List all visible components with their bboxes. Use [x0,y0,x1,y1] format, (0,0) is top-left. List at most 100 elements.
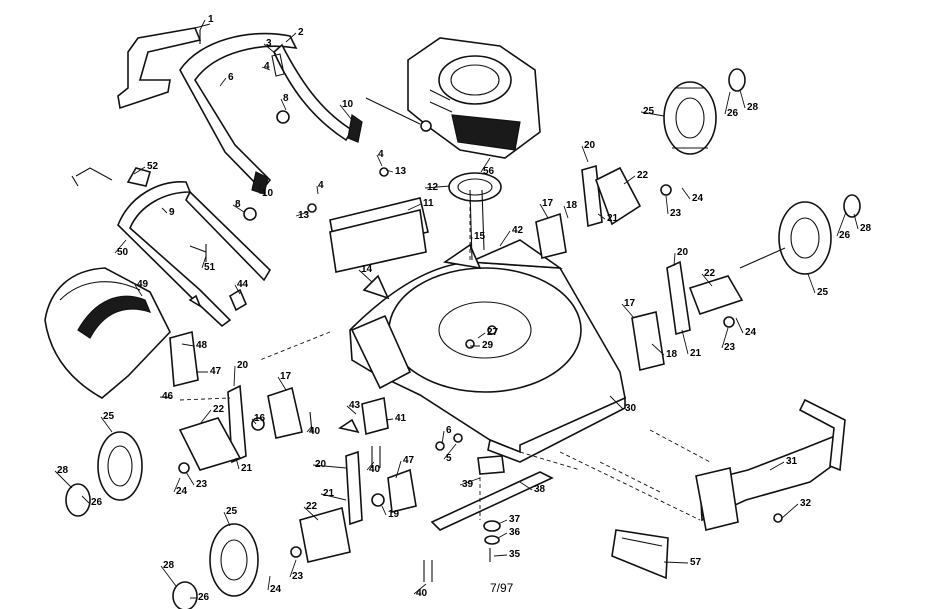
upper-handle [117,23,363,221]
callout-c26d: 26 [198,592,210,603]
rear-wheel-top [663,68,746,155]
callout-c6a: 6 [228,72,234,83]
callout-c17a: 17 [542,198,554,209]
lower-handle [71,167,272,328]
callout-c24c: 24 [176,486,188,497]
height-adjusters [169,164,744,563]
callout-c21c: 21 [241,463,253,474]
callout-c23b: 23 [724,342,736,353]
callout-c26b: 26 [839,230,851,241]
callout-c14: 14 [361,264,373,275]
callout-c25d: 25 [226,506,238,517]
callout-c40a: 40 [309,426,321,437]
callout-c31: 31 [786,456,798,467]
front-wheel-left [65,431,143,517]
engine-gasket-ring [448,172,502,202]
callout-c11: 11 [423,198,434,209]
callout-c22a: 22 [637,170,649,181]
callout-c35: 35 [509,549,521,560]
callout-c56: 56 [483,166,495,177]
chute-cover [611,529,669,580]
callout-c17b: 17 [624,298,636,309]
blade [430,455,554,562]
callout-c20c: 20 [237,360,249,371]
callout-c20a: 20 [584,140,596,151]
callout-c27: 27 [487,327,499,338]
callout-c4b: 4 [378,149,384,160]
callout-c18a: 18 [566,200,578,211]
callout-c24a: 24 [692,193,704,204]
callout-c47a: 47 [210,366,222,377]
callout-c25c: 25 [103,411,115,422]
callout-c20d: 20 [315,459,327,470]
hardware [178,167,783,582]
leader-lines [54,19,859,599]
callout-c50: 50 [117,247,129,258]
callout-c57: 57 [690,557,702,568]
callout-c19: 19 [388,509,400,520]
callout-c44: 44 [237,279,249,290]
callout-c29: 29 [482,340,494,351]
callout-c41: 41 [395,413,407,424]
mower-deck [349,189,626,463]
callout-c25a: 25 [643,106,655,117]
callout-c6b: 6 [446,425,452,436]
callout-c24b: 24 [745,327,757,338]
callout-c13b: 13 [298,210,310,221]
callout-c8a: 8 [283,93,289,104]
callout-c28c: 28 [57,465,69,476]
callout-c24d: 24 [270,584,282,595]
engine [365,37,541,159]
callout-c23c: 23 [196,479,208,490]
callout-c28a: 28 [747,102,759,113]
callout-c25b: 25 [817,287,829,298]
callout-c15: 15 [474,231,486,242]
callout-c37: 37 [509,514,521,525]
callout-c28b: 28 [860,223,872,234]
callout-c10a: 10 [342,99,354,110]
rear-flap-assembly [695,398,846,531]
callout-c9: 9 [169,207,175,218]
callout-c39: 39 [462,479,474,490]
callout-c46: 46 [162,391,174,402]
date-code: 7/97 [490,581,514,595]
callout-c4c: 4 [318,180,324,191]
callout-c26c: 26 [91,497,103,508]
callout-c21a: 21 [607,213,619,224]
front-wheel-bottom [172,523,259,609]
callout-c3: 3 [266,38,272,49]
grass-catcher-bag [44,267,171,399]
callout-c10b: 10 [262,188,274,199]
callout-c30: 30 [625,403,637,414]
callout-c28d: 28 [163,560,175,571]
callout-c40c: 40 [416,588,428,599]
callout-c36: 36 [509,527,521,538]
callout-c22c: 22 [213,404,225,415]
callout-c21d: 21 [323,488,335,499]
callout-c16a: 16 [254,413,266,424]
callout-c40b: 40 [369,464,381,475]
callout-c22d: 22 [306,501,318,512]
callout-c48: 48 [196,340,208,351]
callout-c49: 49 [137,279,149,290]
callout-c42: 42 [512,225,524,236]
callout-c5: 5 [446,453,452,464]
callout-c52: 52 [147,161,159,172]
callout-c18b: 18 [666,349,678,360]
callout-c23d: 23 [292,571,304,582]
callout-c8b: 8 [235,199,241,210]
callout-c12: 12 [427,182,439,193]
callout-c43: 43 [349,400,361,411]
callout-c26a: 26 [727,108,739,119]
callout-c4a: 4 [264,61,270,72]
callout-c23a: 23 [670,208,682,219]
callout-c38: 38 [534,484,546,495]
callout-c17c: 17 [280,371,292,382]
callout-c22b: 22 [704,268,716,279]
callout-c20b: 20 [677,247,689,258]
callout-c2: 2 [298,27,304,38]
rear-wheel-right [739,194,861,275]
callout-c1: 1 [208,14,214,25]
